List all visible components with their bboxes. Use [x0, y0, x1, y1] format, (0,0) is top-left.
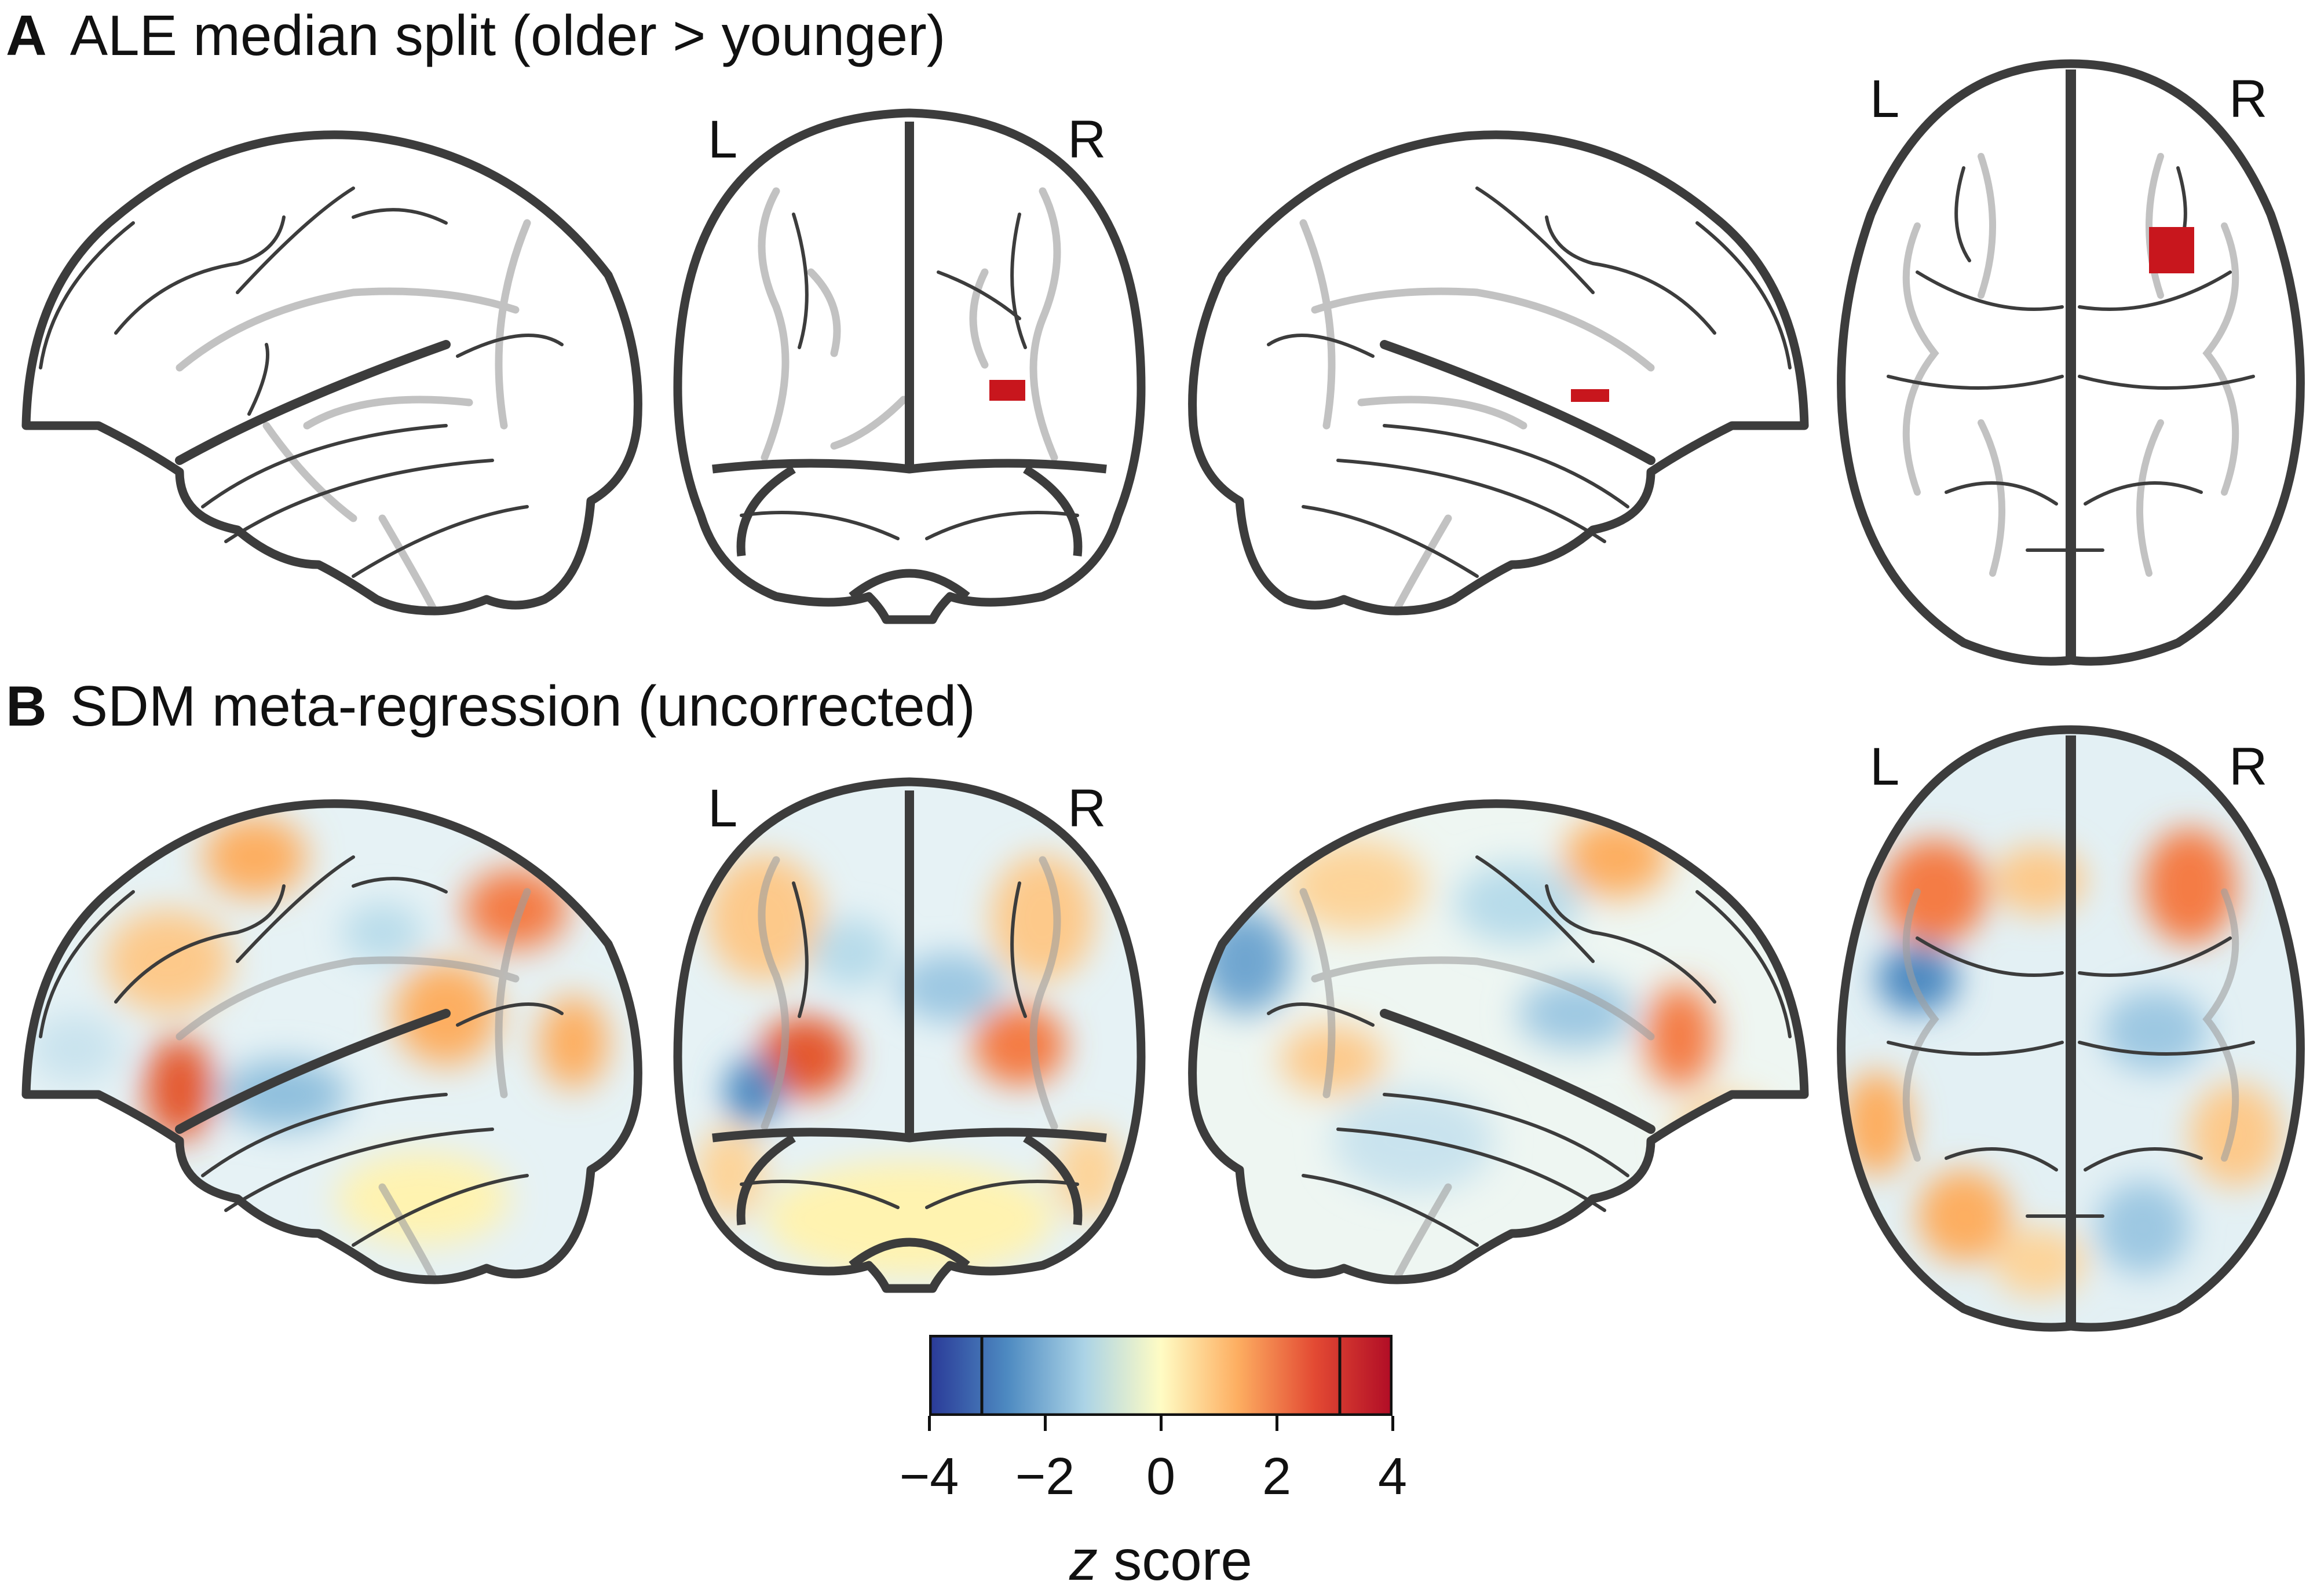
colorbar-tick-mark	[1159, 1416, 1163, 1431]
row-b-coronal-label-right: R	[1068, 779, 1106, 838]
row-b-axial-view	[1830, 718, 2311, 1332]
row-b-coronal-view	[660, 767, 1158, 1294]
colorbar-label: z score	[1069, 1528, 1252, 1593]
row-b-right-sagittal-view	[1182, 770, 1825, 1291]
coronal-brain-outline	[673, 108, 1146, 624]
row-a-coronal-label-left: L	[708, 110, 738, 169]
colorbar-tick-mark	[1391, 1416, 1394, 1431]
colorbar-label-variable: z	[1069, 1528, 1098, 1592]
row-a-right-sagittal-view	[1182, 101, 1825, 623]
row-a-axial-view	[1830, 52, 2311, 666]
row-a-coronal-label-right: R	[1068, 110, 1106, 169]
row-a-coronal-view	[660, 98, 1158, 625]
right-sagittal-zmap	[1188, 799, 1809, 1284]
right-sagittal-brain-outline	[1188, 130, 1809, 616]
row-a-cluster-coronal	[989, 380, 1025, 401]
z-score-colorbar	[929, 1335, 1393, 1416]
row-b-axial-label-right: R	[2229, 737, 2268, 796]
colorbar-tick-label: −4	[899, 1448, 959, 1506]
row-b-left-sagittal-view	[6, 770, 649, 1291]
row-b-coronal-label-left: L	[708, 779, 738, 838]
colorbar-tick-label: −2	[1015, 1448, 1075, 1506]
row-b-axial-label-left: L	[1870, 737, 1900, 796]
colorbar-tick-mark	[1275, 1416, 1278, 1431]
row-a-cluster-axial	[2149, 227, 2194, 273]
axial-brain-outline	[1837, 59, 2305, 666]
panel-a-text: ALE median split (older > younger)	[70, 3, 946, 67]
colorbar-tick-label: 2	[1262, 1448, 1292, 1506]
panel-a-letter: A	[6, 3, 47, 67]
colorbar-tick-label: 4	[1377, 1448, 1408, 1506]
axial-zmap	[1837, 725, 2305, 1332]
colorbar-label-text: score	[1098, 1528, 1252, 1592]
colorbar-tick-mark	[1043, 1416, 1047, 1431]
row-a-cluster-sagittal	[1571, 389, 1609, 402]
row-a-axial-label-right: R	[2229, 69, 2268, 129]
panel-b-text: SDM meta-regression (uncorrected)	[70, 674, 975, 738]
left-sagittal-brain-outline	[21, 130, 642, 616]
row-a-left-sagittal-view	[6, 101, 649, 623]
coronal-zmap	[673, 777, 1146, 1293]
colorbar-tick-mark	[927, 1416, 931, 1431]
panel-b-letter: B	[6, 674, 47, 738]
row-a-axial-label-left: L	[1870, 69, 1900, 129]
left-sagittal-zmap	[21, 799, 642, 1284]
colorbar-tick-label: 0	[1146, 1448, 1176, 1506]
